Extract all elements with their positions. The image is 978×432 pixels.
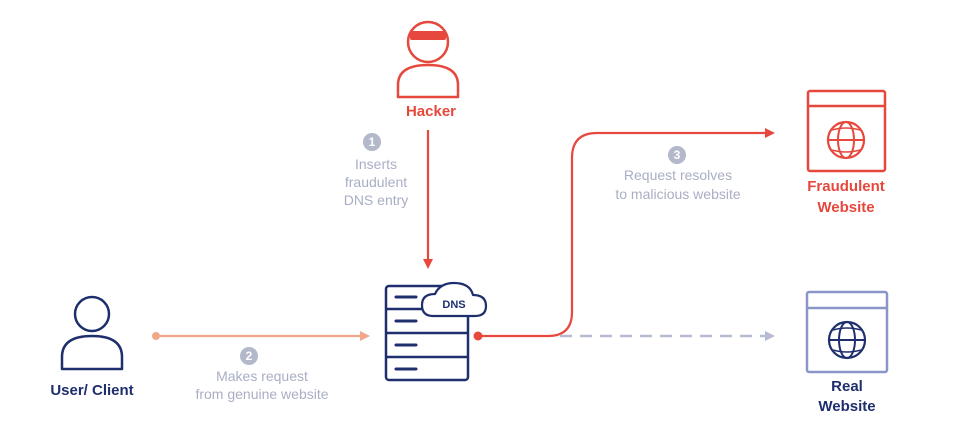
step-3-badge: 3 [668,146,686,164]
fraudulent-label-line-1: Fraudulent [807,178,885,195]
hacker-label: Hacker [406,103,456,120]
dns-resolve-start-dot [473,331,483,341]
step-2-badge: 2 [240,347,258,365]
hacker-icon [396,20,460,99]
step-2-number: 2 [246,349,253,363]
dns-cloud-icon [420,281,488,318]
dns-server-icon [384,284,470,382]
dns-label: DNS [442,299,465,311]
user-request-start-dot [152,332,160,340]
step-1-line-1: Inserts [355,156,397,172]
fraudulent-label-line-2: Website [817,199,874,216]
step-3-line-1: Request resolves [624,167,732,183]
real-website-icon [805,290,889,374]
step-2-line-1: Makes request [216,368,308,384]
step-1-badge: 1 [363,133,381,151]
user-icon [60,295,124,371]
step-1-line-3: DNS entry [344,192,409,208]
step-2-line-2: from genuine website [195,386,328,402]
step-1-line-2: fraudulent [345,174,407,190]
step-3-line-2: to malicious website [615,186,740,202]
user-to-dns-arrowhead [360,331,370,341]
fraudulent-website-icon [806,89,887,173]
dns-to-fraudulent-arrow [482,128,775,338]
step-3-number: 3 [674,148,681,162]
user-label: User/ Client [50,382,133,399]
real-label-line-1: Real [831,378,863,395]
step-1-number: 1 [369,135,376,149]
real-label-line-2: Website [818,398,875,415]
